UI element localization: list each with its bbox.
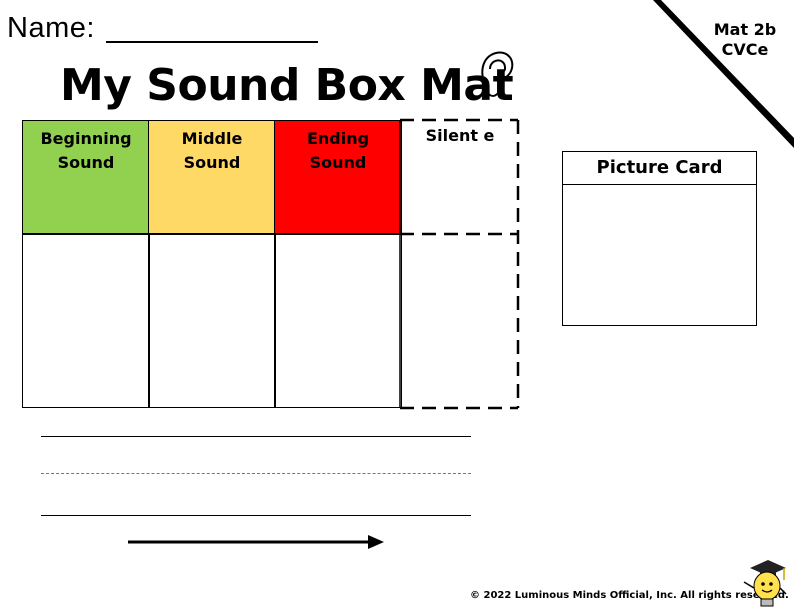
name-write-line[interactable] bbox=[106, 41, 318, 43]
mat-label: Mat 2b CVCe bbox=[700, 20, 790, 60]
ear-icon bbox=[481, 51, 514, 97]
corner-banner bbox=[653, 0, 794, 148]
mat-type: CVCe bbox=[721, 40, 769, 59]
lightbulb-graduate-icon bbox=[743, 560, 787, 607]
silent-e-label: Silent e bbox=[425, 126, 495, 145]
right-arrow-icon bbox=[128, 535, 384, 549]
picture-card: Picture Card bbox=[562, 151, 757, 326]
copyright-footer: © 2022 Luminous Minds Official, Inc. All… bbox=[470, 590, 789, 601]
writing-mid-line bbox=[41, 473, 471, 474]
mat-number: Mat 2b bbox=[713, 20, 777, 39]
page-title: My Sound Box Mat bbox=[60, 60, 514, 111]
silent-e-box[interactable] bbox=[398, 118, 522, 410]
beginning-sound-box[interactable] bbox=[22, 233, 150, 408]
writing-top-line bbox=[41, 436, 471, 437]
ending-sound-box[interactable] bbox=[274, 233, 402, 408]
picture-card-title: Picture Card bbox=[563, 152, 756, 185]
name-label: Name: bbox=[7, 12, 95, 44]
middle-sound-box[interactable] bbox=[148, 233, 276, 408]
writing-base-line bbox=[41, 515, 471, 516]
